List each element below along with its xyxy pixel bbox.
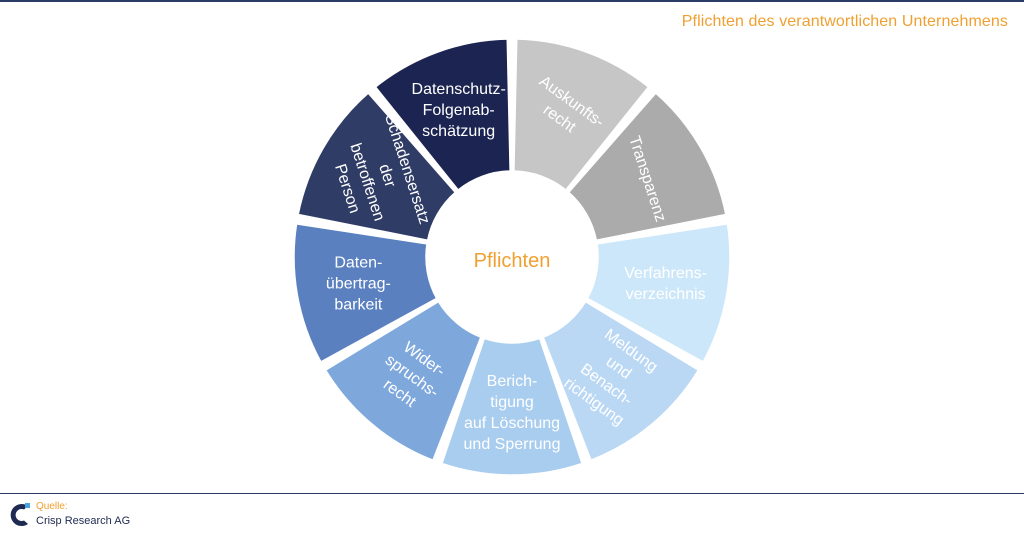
wheel-segment [297,92,457,242]
wheel-segment-label: Daten-übertrag-barkeit [326,255,391,314]
wheel-segment-label: Datenschutz- Folgenab-schätzung [412,81,506,140]
segment-label-line: schätzung [422,123,495,140]
bottom-rule [0,493,1024,494]
center-label: Pflichten [474,250,551,272]
wheel-segment [324,300,482,462]
page-title: Pflichten des verantwortlichen Unternehm… [681,13,1008,30]
segment-label-line: Folgenab- [423,102,495,119]
source-label: Quelle: [36,501,68,512]
segment-label-line: Daten- [334,255,382,272]
segment-label-line: übertrag- [326,276,391,293]
wheel-segment [440,337,584,476]
segment-label-line: tigung [490,394,534,411]
segment-label-line: Berich- [487,373,538,390]
wheel-segment [513,38,650,191]
segment-label-line: der [375,162,399,190]
wheel-segment [586,222,731,363]
crisp-c-logo-icon [10,503,30,526]
wheel-segment [567,92,727,242]
wheel-segment [374,38,511,191]
wheel-segment [542,300,700,462]
wheel-segment-label: Verfahrens-verzeichnis [624,265,707,303]
source-name: Crisp Research AG [36,515,131,527]
duties-wheel-diagram: Auskunfts-rechtTransparenzVerfahrens-ver… [293,38,731,476]
top-rule [0,0,1024,2]
wheel-segment-label: Berich-tigung auf Löschung und Sperrung [464,373,561,453]
segment-label-line: verzeichnis [626,286,706,303]
segment-label-line: Datenschutz- [412,81,506,98]
segment-label-line: barkeit [334,297,383,314]
segment-label-line: Verfahrens- [624,265,707,282]
segment-label-line: und Sperrung [464,436,561,453]
wheel-segment [293,222,438,363]
segment-label-line: auf Löschung [464,415,560,432]
